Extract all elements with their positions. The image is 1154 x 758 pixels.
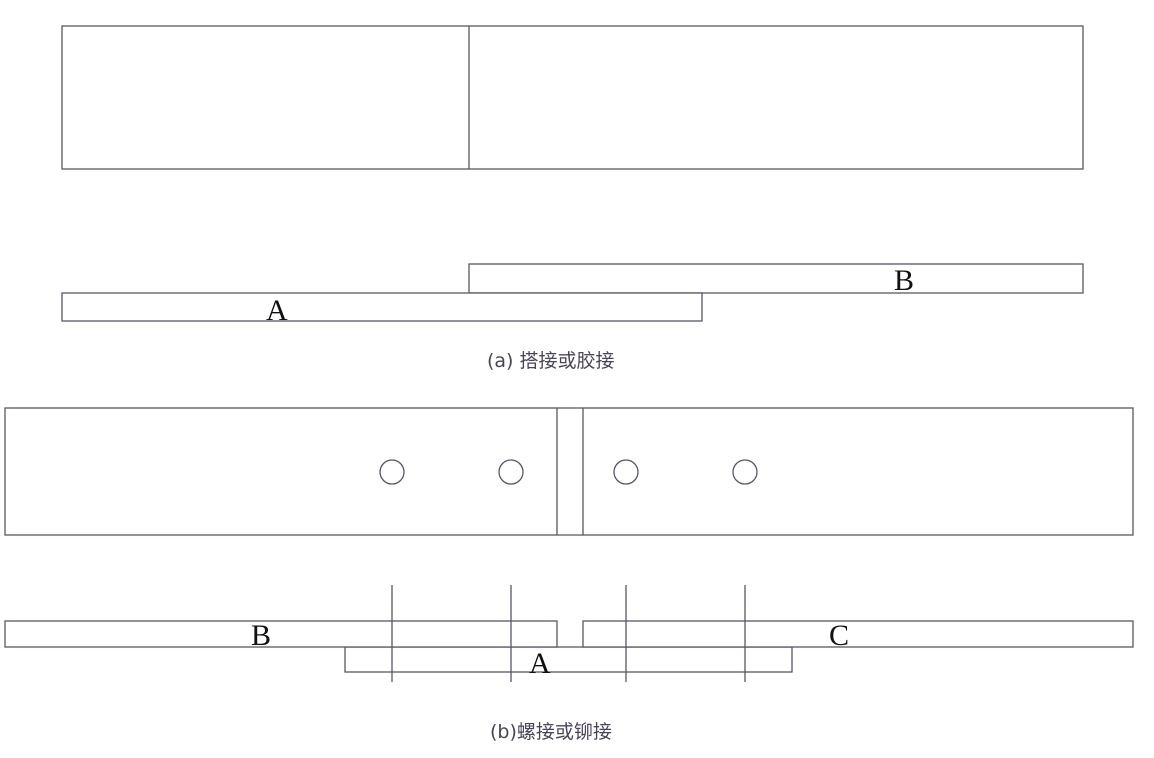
label-b: B <box>894 264 914 297</box>
bolt-hole <box>379 459 405 485</box>
label-b: B <box>251 619 271 652</box>
plate-right-top <box>582 407 1134 536</box>
plate-top-view <box>61 25 1084 170</box>
lap-joint-top-view <box>61 25 1084 170</box>
plate-b <box>4 620 558 648</box>
plate-c <box>582 620 1134 648</box>
label-c: C <box>829 619 849 652</box>
bolt-hole <box>613 459 639 485</box>
plate-left-top <box>4 407 558 536</box>
splice-plate-a <box>344 646 793 673</box>
plate-b <box>468 263 1084 294</box>
lap-joint-side-view: A B <box>61 263 1084 327</box>
caption-a: (a) 搭接或胶接 <box>487 350 615 372</box>
bolted-joint-top-view <box>4 407 1134 536</box>
label-a: A <box>529 647 551 680</box>
caption-b: (b)螺接或铆接 <box>490 721 612 743</box>
bolted-joint-side-view: A B C <box>4 585 1134 682</box>
bolt-hole <box>732 459 758 485</box>
label-a: A <box>266 294 288 327</box>
bolt-hole <box>498 459 524 485</box>
plate-a <box>61 292 703 322</box>
